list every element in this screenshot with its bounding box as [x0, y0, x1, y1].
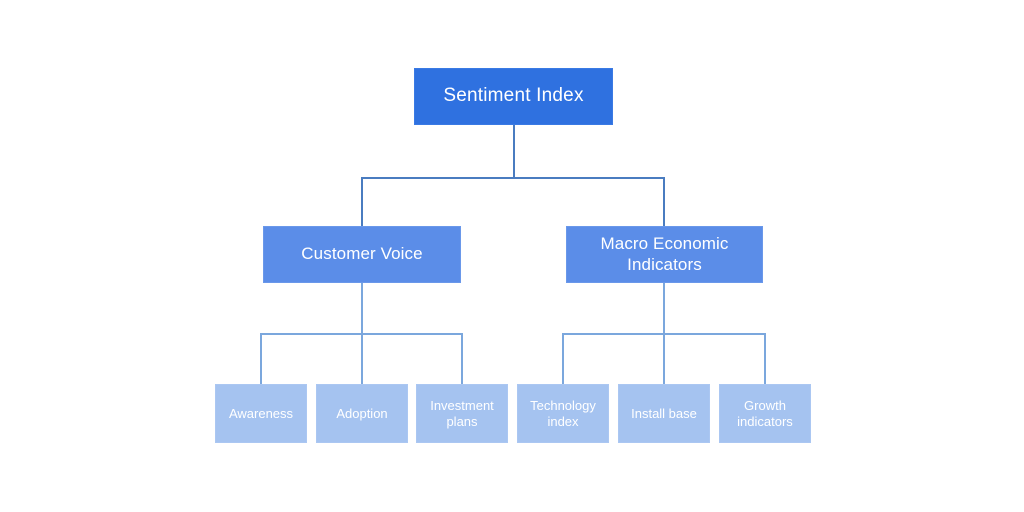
connector-customer-voice-stem [361, 283, 363, 334]
connector-to-install-base [663, 333, 665, 384]
node-customer-voice[interactable]: Customer Voice [263, 226, 461, 283]
node-label-adoption: Adoption [336, 405, 388, 421]
connector-root-stem [513, 125, 515, 178]
node-label-awareness: Awareness [228, 405, 294, 421]
node-technology-index[interactable]: Technology index [517, 384, 609, 443]
node-label-technology-index: Technology index [530, 398, 596, 429]
node-label-investment-plans: Investment plans [430, 398, 494, 429]
node-awareness[interactable]: Awareness [215, 384, 307, 443]
connector-to-macro-economic-indicators [663, 177, 665, 226]
connector-to-growth-indicators [764, 333, 766, 384]
node-install-base[interactable]: Install base [618, 384, 710, 443]
connector-root-bus [361, 177, 665, 179]
node-adoption[interactable]: Adoption [316, 384, 408, 443]
connector-to-investment-plans [461, 333, 463, 384]
node-label-install-base: Install base [631, 405, 697, 421]
node-investment-plans[interactable]: Investment plans [416, 384, 508, 443]
node-label-growth-indicators: Growth indicators [737, 398, 793, 429]
connector-to-awareness [260, 333, 262, 384]
node-sentiment-index[interactable]: Sentiment Index [414, 68, 613, 125]
node-growth-indicators[interactable]: Growth indicators [719, 384, 811, 443]
node-label-macro-economic-indicators: Macro Economic Indicators [600, 234, 729, 274]
connector-macro-economic-indicators-stem [663, 283, 665, 334]
connector-to-technology-index [562, 333, 564, 384]
node-macro-economic-indicators[interactable]: Macro Economic Indicators [566, 226, 763, 283]
node-label-sentiment-index: Sentiment Index [443, 85, 584, 107]
node-label-customer-voice: Customer Voice [301, 244, 423, 264]
connector-to-customer-voice [361, 177, 363, 226]
connector-to-adoption [361, 333, 363, 384]
